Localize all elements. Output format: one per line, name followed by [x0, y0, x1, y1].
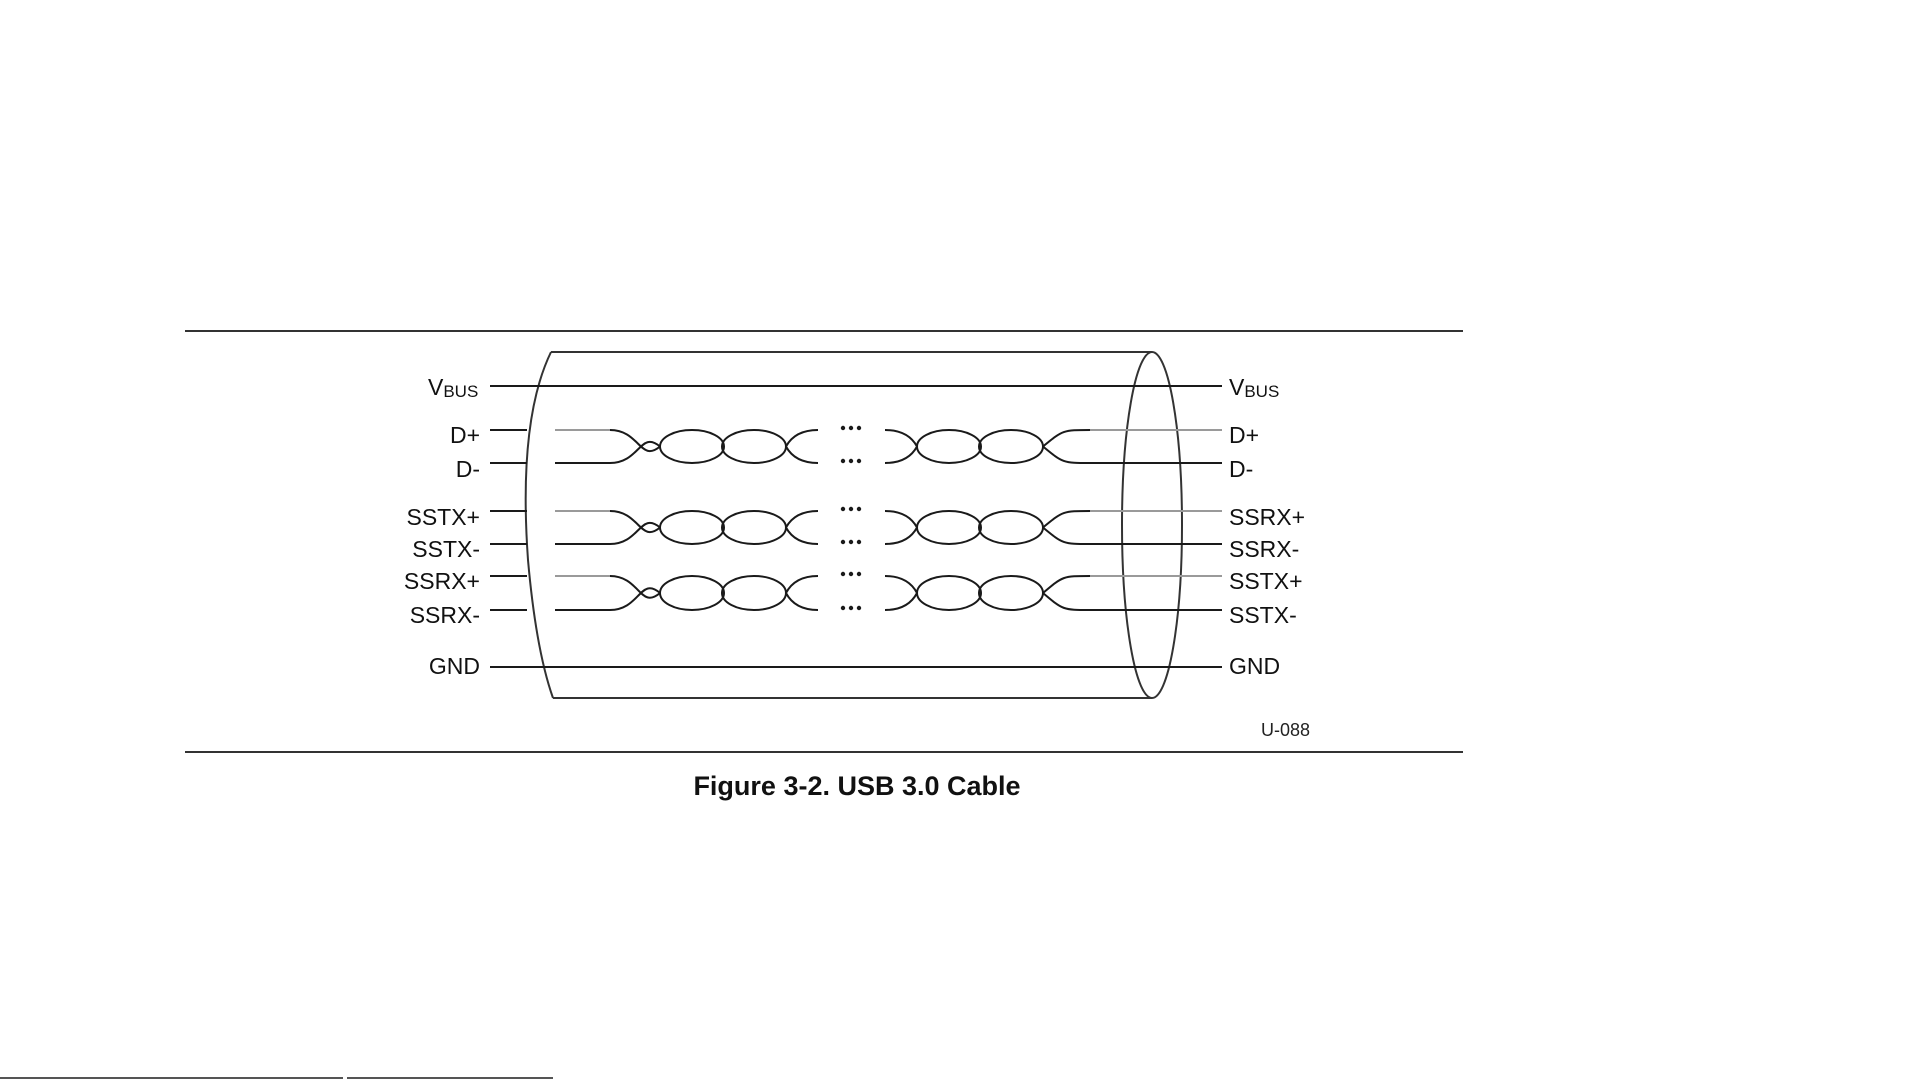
- left-label-dminus: D-: [456, 456, 480, 482]
- twist-loop: [979, 430, 1043, 463]
- twist-start: [610, 511, 660, 544]
- twist-start: [610, 576, 660, 610]
- twisted-pairs: [490, 426, 1222, 610]
- cable-left-end: [526, 352, 553, 698]
- right-label-vbus: VBUS: [1229, 374, 1279, 401]
- twist-loop: [722, 430, 786, 463]
- continuation-dot: [849, 459, 853, 463]
- twist-start: [885, 576, 917, 610]
- twist-end: [1043, 576, 1090, 610]
- ss-tx-rx-pair: [490, 507, 1222, 544]
- continuation-dot: [841, 459, 845, 463]
- continuation-dot: [849, 507, 853, 511]
- left-label-sstx-minus: SSTX-: [412, 536, 480, 562]
- continuation-dot: [849, 606, 853, 610]
- continuation-dot: [857, 426, 861, 430]
- figure-caption: Figure 3-2. USB 3.0 Cable: [693, 771, 1020, 801]
- twist-end: [1043, 511, 1090, 544]
- continuation-dot: [857, 606, 861, 610]
- right-label-dplus: D+: [1229, 422, 1259, 448]
- continuation-dot: [841, 606, 845, 610]
- left-label-ssrx-plus: SSRX+: [404, 568, 480, 594]
- right-label-ssrx-minus: SSRX-: [1229, 536, 1299, 562]
- left-labels: VBUS D+ D- SSTX+ SSTX- SSRX+ SSRX- GND: [404, 374, 480, 679]
- right-label-sstx-plus: SSTX+: [1229, 568, 1303, 594]
- right-label-sstx-minus: SSTX-: [1229, 602, 1297, 628]
- twist-start: [610, 430, 660, 463]
- twist-loop: [917, 511, 981, 544]
- twist-loop: [660, 576, 724, 610]
- continuation-dot: [841, 507, 845, 511]
- twist-end: [1043, 430, 1090, 463]
- continuation-dot: [857, 540, 861, 544]
- right-label-ssrx-plus: SSRX+: [1229, 504, 1305, 530]
- continuation-dot: [841, 426, 845, 430]
- left-label-dplus: D+: [450, 422, 480, 448]
- figure-id: U-088: [1261, 720, 1310, 740]
- twist-loop: [917, 430, 981, 463]
- left-label-sstx-plus: SSTX+: [406, 504, 480, 530]
- twist-loop: [979, 511, 1043, 544]
- twist-loop: [660, 430, 724, 463]
- continuation-dot: [841, 540, 845, 544]
- twist-loop: [722, 576, 786, 610]
- continuation-dot: [857, 507, 861, 511]
- cable-right-end: [1122, 352, 1182, 698]
- twist-start: [885, 511, 917, 544]
- right-label-gnd: GND: [1229, 653, 1280, 679]
- left-label-gnd: GND: [429, 653, 480, 679]
- continuation-dot: [857, 572, 861, 576]
- d-pair: [490, 426, 1222, 463]
- left-label-vbus: VBUS: [428, 374, 478, 401]
- ss-rx-tx-pair: [490, 572, 1222, 610]
- continuation-dot: [841, 572, 845, 576]
- twist-loop: [722, 511, 786, 544]
- right-labels: VBUS D+ D- SSRX+ SSRX- SSTX+ SSTX- GND: [1229, 374, 1305, 679]
- twist-end: [786, 576, 818, 610]
- cable-body: [526, 352, 1182, 698]
- continuation-dot: [849, 540, 853, 544]
- twist-loop: [660, 511, 724, 544]
- continuation-dot: [849, 572, 853, 576]
- twist-end: [786, 511, 818, 544]
- left-label-ssrx-minus: SSRX-: [410, 602, 480, 628]
- right-label-dminus: D-: [1229, 456, 1253, 482]
- twist-start: [885, 430, 917, 463]
- continuation-dot: [849, 426, 853, 430]
- twist-loop: [917, 576, 981, 610]
- twist-end: [786, 430, 818, 463]
- twist-loop: [979, 576, 1043, 610]
- continuation-dot: [857, 459, 861, 463]
